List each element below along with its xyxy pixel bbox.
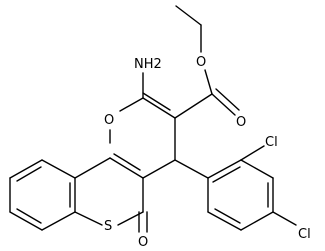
bond-carbonyl-c-o-double-2 bbox=[215, 88, 240, 111]
bond-c9a-c9 bbox=[41, 159, 76, 179]
amine-label: NH2 bbox=[134, 57, 162, 72]
bond-c4-c1p bbox=[174, 159, 209, 179]
chlorine-lower-label: Cl bbox=[298, 227, 311, 242]
bond-c6-c4b bbox=[41, 211, 76, 231]
bond-c4a-c8a-double-a bbox=[109, 157, 144, 179]
chlorine-upper-label: Cl bbox=[265, 135, 278, 150]
bond-ph-inner-3 bbox=[214, 208, 241, 224]
ring-oxygen-label: O bbox=[104, 113, 114, 128]
bond-set bbox=[9, 5, 297, 233]
bond-c4p-cl bbox=[272, 211, 297, 226]
bond-benz-inner-2 bbox=[16, 166, 42, 182]
sulfur-label: S bbox=[104, 219, 112, 234]
bond-c2p-c3p bbox=[240, 159, 274, 179]
bond-oester-ccarbonyl bbox=[204, 69, 213, 95]
bond-ch3-ch2 bbox=[175, 5, 202, 26]
bond-carbonyl-c-o-double-1 bbox=[211, 93, 236, 116]
bond-c4a-c8a-double-b bbox=[113, 153, 141, 171]
bond-c2p-cl bbox=[240, 145, 265, 161]
bond-s-c4b bbox=[74, 211, 103, 226]
carbonyl-oxygen-label: O bbox=[236, 115, 246, 130]
bond-c3-c2-double-a bbox=[142, 97, 176, 119]
bond-c7-c6 bbox=[9, 211, 43, 231]
bond-c8a-c9a bbox=[74, 157, 111, 179]
bond-ph-inner-1 bbox=[212, 166, 241, 183]
atom-label-set: NH2 O O O O S Cl Cl bbox=[104, 55, 311, 250]
bond-c9-c8 bbox=[9, 159, 43, 179]
bond-c2-oring bbox=[119, 97, 144, 112]
bond-c4p-c5p bbox=[240, 211, 274, 231]
bond-c5p-c6p bbox=[207, 211, 242, 231]
bond-c1p-c2p bbox=[207, 159, 242, 179]
bond-ccarbonyl-c3 bbox=[174, 93, 213, 119]
bond-benz-inner-3 bbox=[16, 208, 42, 224]
bond-c3-c2-double-b bbox=[142, 92, 171, 111]
lactone-oxygen-label: O bbox=[138, 235, 148, 250]
ester-oxygen-label: O bbox=[196, 55, 206, 70]
bond-c5-s bbox=[117, 211, 144, 226]
bond-c4-c4a bbox=[142, 159, 176, 179]
